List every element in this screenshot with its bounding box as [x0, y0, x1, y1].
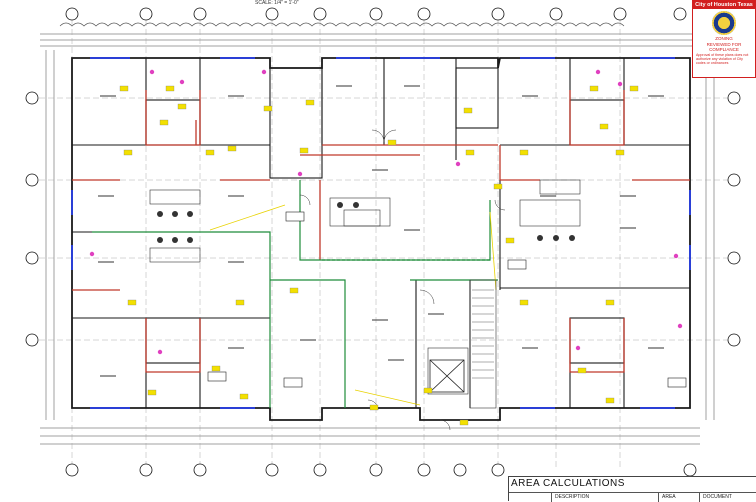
device-markers [89, 69, 683, 355]
stamp-title: City of Houston Texas [693, 1, 755, 9]
dimension-lines-left [45, 50, 55, 420]
grid-lines [30, 20, 735, 470]
approval-stamp: City of Houston Texas ZONING REVIEWED FO… [692, 0, 756, 78]
stair-treads [472, 289, 494, 379]
leader-lines [209, 204, 497, 406]
area-col-area: AREA [659, 493, 700, 502]
area-col-document: DOCUMENT [703, 494, 732, 500]
city-seal-icon [712, 11, 736, 35]
unit-tag-boxes [207, 211, 687, 388]
interior-walls [72, 58, 690, 408]
area-col-blank [509, 493, 552, 502]
drawing-scale: SCALE: 1/4" = 1'-0" [255, 0, 299, 6]
dimension-lines-top [40, 33, 700, 47]
area-calculations-table: AREA CALCULATIONS DESCRIPTION AREA DOCUM… [508, 476, 756, 502]
area-col-description: DESCRIPTION [552, 493, 659, 502]
elevator-shaft [429, 359, 465, 393]
stamp-line-1: ZONING [715, 36, 733, 41]
rated-walls [72, 90, 690, 373]
revision-cloud-top [59, 22, 625, 27]
dimension-lines-right [705, 50, 715, 420]
window-openings [71, 57, 691, 409]
exterior-walls [71, 57, 691, 421]
stamp-line-2: REVIEWED FOR COMPLIANCE [706, 41, 742, 53]
dimension-lines-bottom [40, 427, 700, 445]
grid-bubbles [25, 7, 741, 477]
stamp-note: Approval of these plans does not authori… [696, 52, 749, 66]
area-calculations-headers: DESCRIPTION AREA DOCUMENT [509, 492, 756, 502]
keynote-tags [119, 85, 639, 426]
room-labels [98, 85, 664, 377]
fixtures [149, 179, 581, 409]
area-calculations-title: AREA CALCULATIONS [511, 478, 625, 489]
seating [157, 202, 575, 243]
